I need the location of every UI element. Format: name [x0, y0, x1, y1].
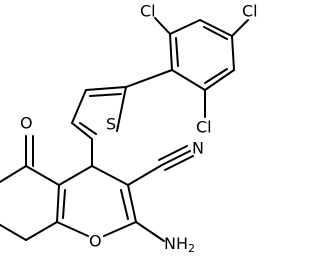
oxygen-ring-label: O [89, 232, 102, 251]
amino-bond [135, 221, 165, 242]
cyclohexanone-ring [0, 165, 60, 241]
amino-label: NH2 [164, 234, 195, 256]
trichlorophenyl-ring [169, 19, 235, 91]
nitrile-single-bond [127, 164, 163, 186]
nitrile-triple-3 [164, 155, 194, 171]
chlorine-label-lower: Cl [196, 118, 212, 137]
pyran-double-bond [120, 189, 129, 220]
nitrile-triple-2 [158, 145, 188, 161]
chlorine-label-top-right: Cl [242, 2, 258, 21]
pyran-ring [56, 165, 137, 237]
molecule-svg: Cl Cl Cl S O N O NH2 [0, 2, 258, 256]
nitrile-triple-1 [161, 150, 191, 166]
oxygen-ketone-label: O [20, 114, 33, 133]
thiophene-ring [71, 86, 127, 140]
sulfur-label: S [106, 115, 116, 134]
chlorine-label-top-left: Cl [140, 2, 156, 21]
aryl-thiophene-bond [125, 69, 173, 88]
chlorine-bonds [154, 17, 249, 118]
nitrogen-nitrile-label: N [192, 139, 204, 158]
fused-double-bond [62, 189, 66, 219]
molecule-structure: Cl Cl Cl S O N O NH2 [0, 2, 258, 256]
